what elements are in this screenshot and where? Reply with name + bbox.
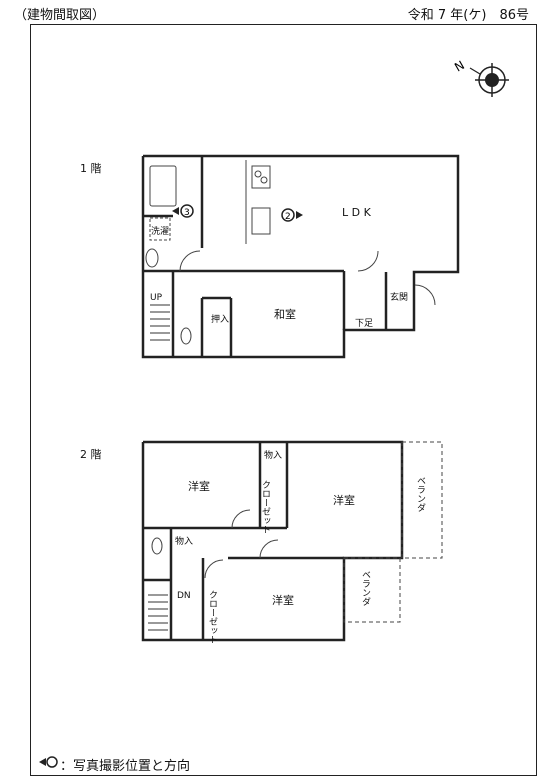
floor1-fixtures xyxy=(145,160,436,345)
room-geshoku: 下足 xyxy=(355,318,373,329)
label-dn: DN xyxy=(177,591,191,601)
label-up: UP xyxy=(150,293,163,303)
veranda-2-label: ベランダ xyxy=(360,570,371,606)
room-monoire-1: 物入 xyxy=(264,449,282,461)
room-closet-1: クローゼット xyxy=(260,480,271,534)
room-washitsu: 和室 xyxy=(274,307,296,321)
photo-marker-2-icon: 2 xyxy=(281,208,303,222)
room-sentaku: 洗濯 xyxy=(151,225,169,237)
floor1-walls xyxy=(141,154,460,359)
room-monoire-2: 物入 xyxy=(175,535,193,547)
room-yoshitsu-nw: 洋室 xyxy=(188,479,210,493)
floor2-label: 2 階 xyxy=(80,448,102,461)
floor2-fixtures xyxy=(148,509,279,631)
compass-icon: N xyxy=(452,58,509,97)
room-yoshitsu-ne: 洋室 xyxy=(333,493,355,507)
marker-3-label: 3 xyxy=(184,208,190,218)
room-oshiire: 押入 xyxy=(211,313,229,325)
stove-icon xyxy=(251,165,271,189)
legend-text: ：写真撮影位置と方向 xyxy=(60,759,191,774)
header-left-title: （建物間取図） xyxy=(14,8,106,23)
verandas xyxy=(343,441,443,623)
room-ldk: L D K xyxy=(342,206,372,219)
header-case-number: 令和 7 年(ケ) 86号 xyxy=(407,8,529,23)
marker-2-label: 2 xyxy=(285,212,291,222)
sink-icon xyxy=(251,207,271,235)
room-genkan: 玄関 xyxy=(390,291,408,303)
room-yoshitsu-s: 洋室 xyxy=(272,593,294,607)
veranda-1-label: ベランダ xyxy=(415,476,426,512)
drawing-frame xyxy=(30,24,537,776)
compass-north-label: N xyxy=(452,58,467,75)
room-closet-2: クローゼット xyxy=(207,590,218,644)
floor1-label: 1 階 xyxy=(80,162,102,175)
camera-direction-icon xyxy=(39,756,58,768)
photo-marker-3-icon: 3 xyxy=(172,204,194,218)
